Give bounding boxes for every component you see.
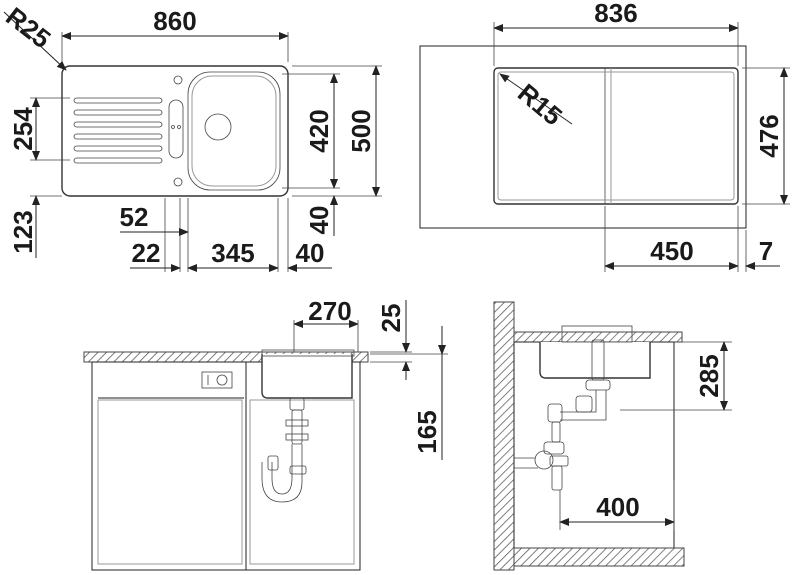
side-bowl [539, 342, 651, 379]
front-view: 270 25 165 [83, 296, 448, 571]
waste-hole [173, 177, 183, 187]
dim-r25: R25 [0, 1, 56, 54]
dim-285: 285 [694, 354, 724, 397]
dim-22: 22 [132, 238, 161, 268]
dim-420: 420 [304, 109, 334, 152]
wall [493, 301, 515, 571]
dim-40-vertical: 40 [304, 206, 334, 235]
dim-476: 476 [754, 114, 784, 157]
dim-25: 25 [376, 304, 406, 333]
dim-7: 7 [759, 236, 773, 266]
drain-hole [204, 113, 232, 141]
sink-outline [61, 65, 289, 197]
dim-500: 500 [346, 109, 376, 152]
side-view: 285 400 [493, 301, 732, 571]
cutout-outline [493, 67, 739, 205]
dim-254: 254 [8, 107, 38, 151]
cutout-view: 836 R15 476 450 7 [419, 0, 790, 272]
worktop-side [513, 331, 683, 343]
dim-860: 860 [153, 6, 196, 36]
sink-bowl [187, 71, 281, 191]
dim-123: 123 [8, 210, 38, 253]
dim-52: 52 [120, 202, 149, 232]
trap-pipes [261, 397, 309, 503]
overflow-slot [168, 99, 184, 159]
control-panel [201, 371, 233, 389]
drainer-ribs [73, 97, 163, 164]
dim-450: 450 [650, 236, 693, 266]
dim-40: 40 [296, 238, 325, 268]
cabinet [91, 361, 361, 571]
dim-345: 345 [211, 238, 254, 268]
dim-165: 165 [412, 410, 442, 453]
dim-270: 270 [308, 296, 351, 326]
bowl-section [261, 354, 353, 399]
tap-hole [173, 75, 183, 85]
dim-400: 400 [596, 492, 639, 522]
top-view: 860 R25 500 420 40 254 123 52 [0, 1, 382, 272]
dim-836: 836 [594, 0, 637, 28]
side-pipes [514, 339, 611, 491]
worktop [419, 45, 747, 229]
